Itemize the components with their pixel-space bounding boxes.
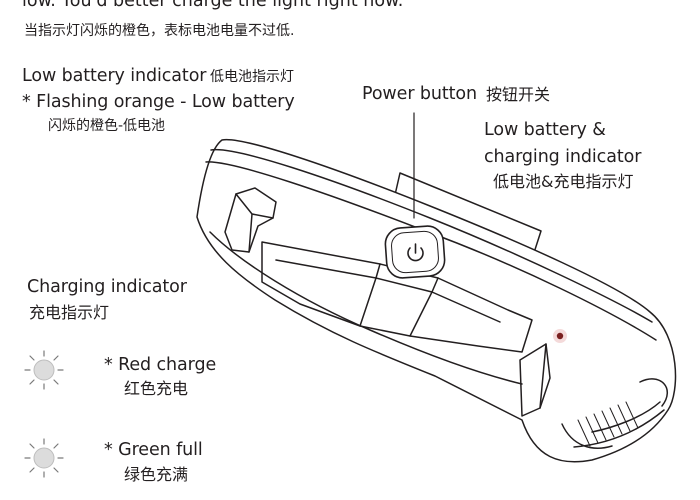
red-charge-sun-icon [24, 350, 64, 390]
low-battery-indicator-label-zh: 低电池指示灯 [210, 69, 294, 85]
red-charge-label: * Red charge [104, 355, 217, 375]
low-battery-indicator-label: Low battery indicator [22, 66, 207, 86]
header-instruction-text: low. You'd better charge the light right… [22, 0, 404, 11]
header-instruction-text-zh: 当指示灯闪烁的橙色，表标电池电量不过低. [24, 23, 295, 39]
power-button-label: Power button [362, 84, 477, 104]
green-full-label-zh: 绿色充满 [124, 465, 189, 484]
low-battery-charging-label-line2: charging indicator [484, 147, 642, 167]
power-icon [407, 243, 424, 262]
red-charge-label-zh: 红色充电 [124, 379, 189, 398]
vent-lines [577, 401, 639, 447]
indicator-led [556, 332, 564, 340]
green-full-sun-icon [24, 438, 64, 478]
charging-indicator-label: Charging indicator [27, 277, 187, 297]
left-lens [224, 187, 277, 253]
low-battery-charging-label-line1: Low battery & [484, 120, 606, 140]
flashing-orange-note-zh: 闪烁的橙色-低电池 [48, 118, 166, 134]
flashing-orange-note: * Flashing orange - Low battery [22, 92, 295, 112]
low-battery-charging-label-zh: 低电池&充电指示灯 [493, 172, 634, 191]
green-full-label: * Green full [104, 440, 203, 460]
right-lens [519, 343, 551, 417]
charging-indicator-label-zh: 充电指示灯 [29, 303, 110, 322]
power-button-label-zh: 按钮开关 [486, 85, 551, 104]
light-housing [196, 138, 677, 463]
